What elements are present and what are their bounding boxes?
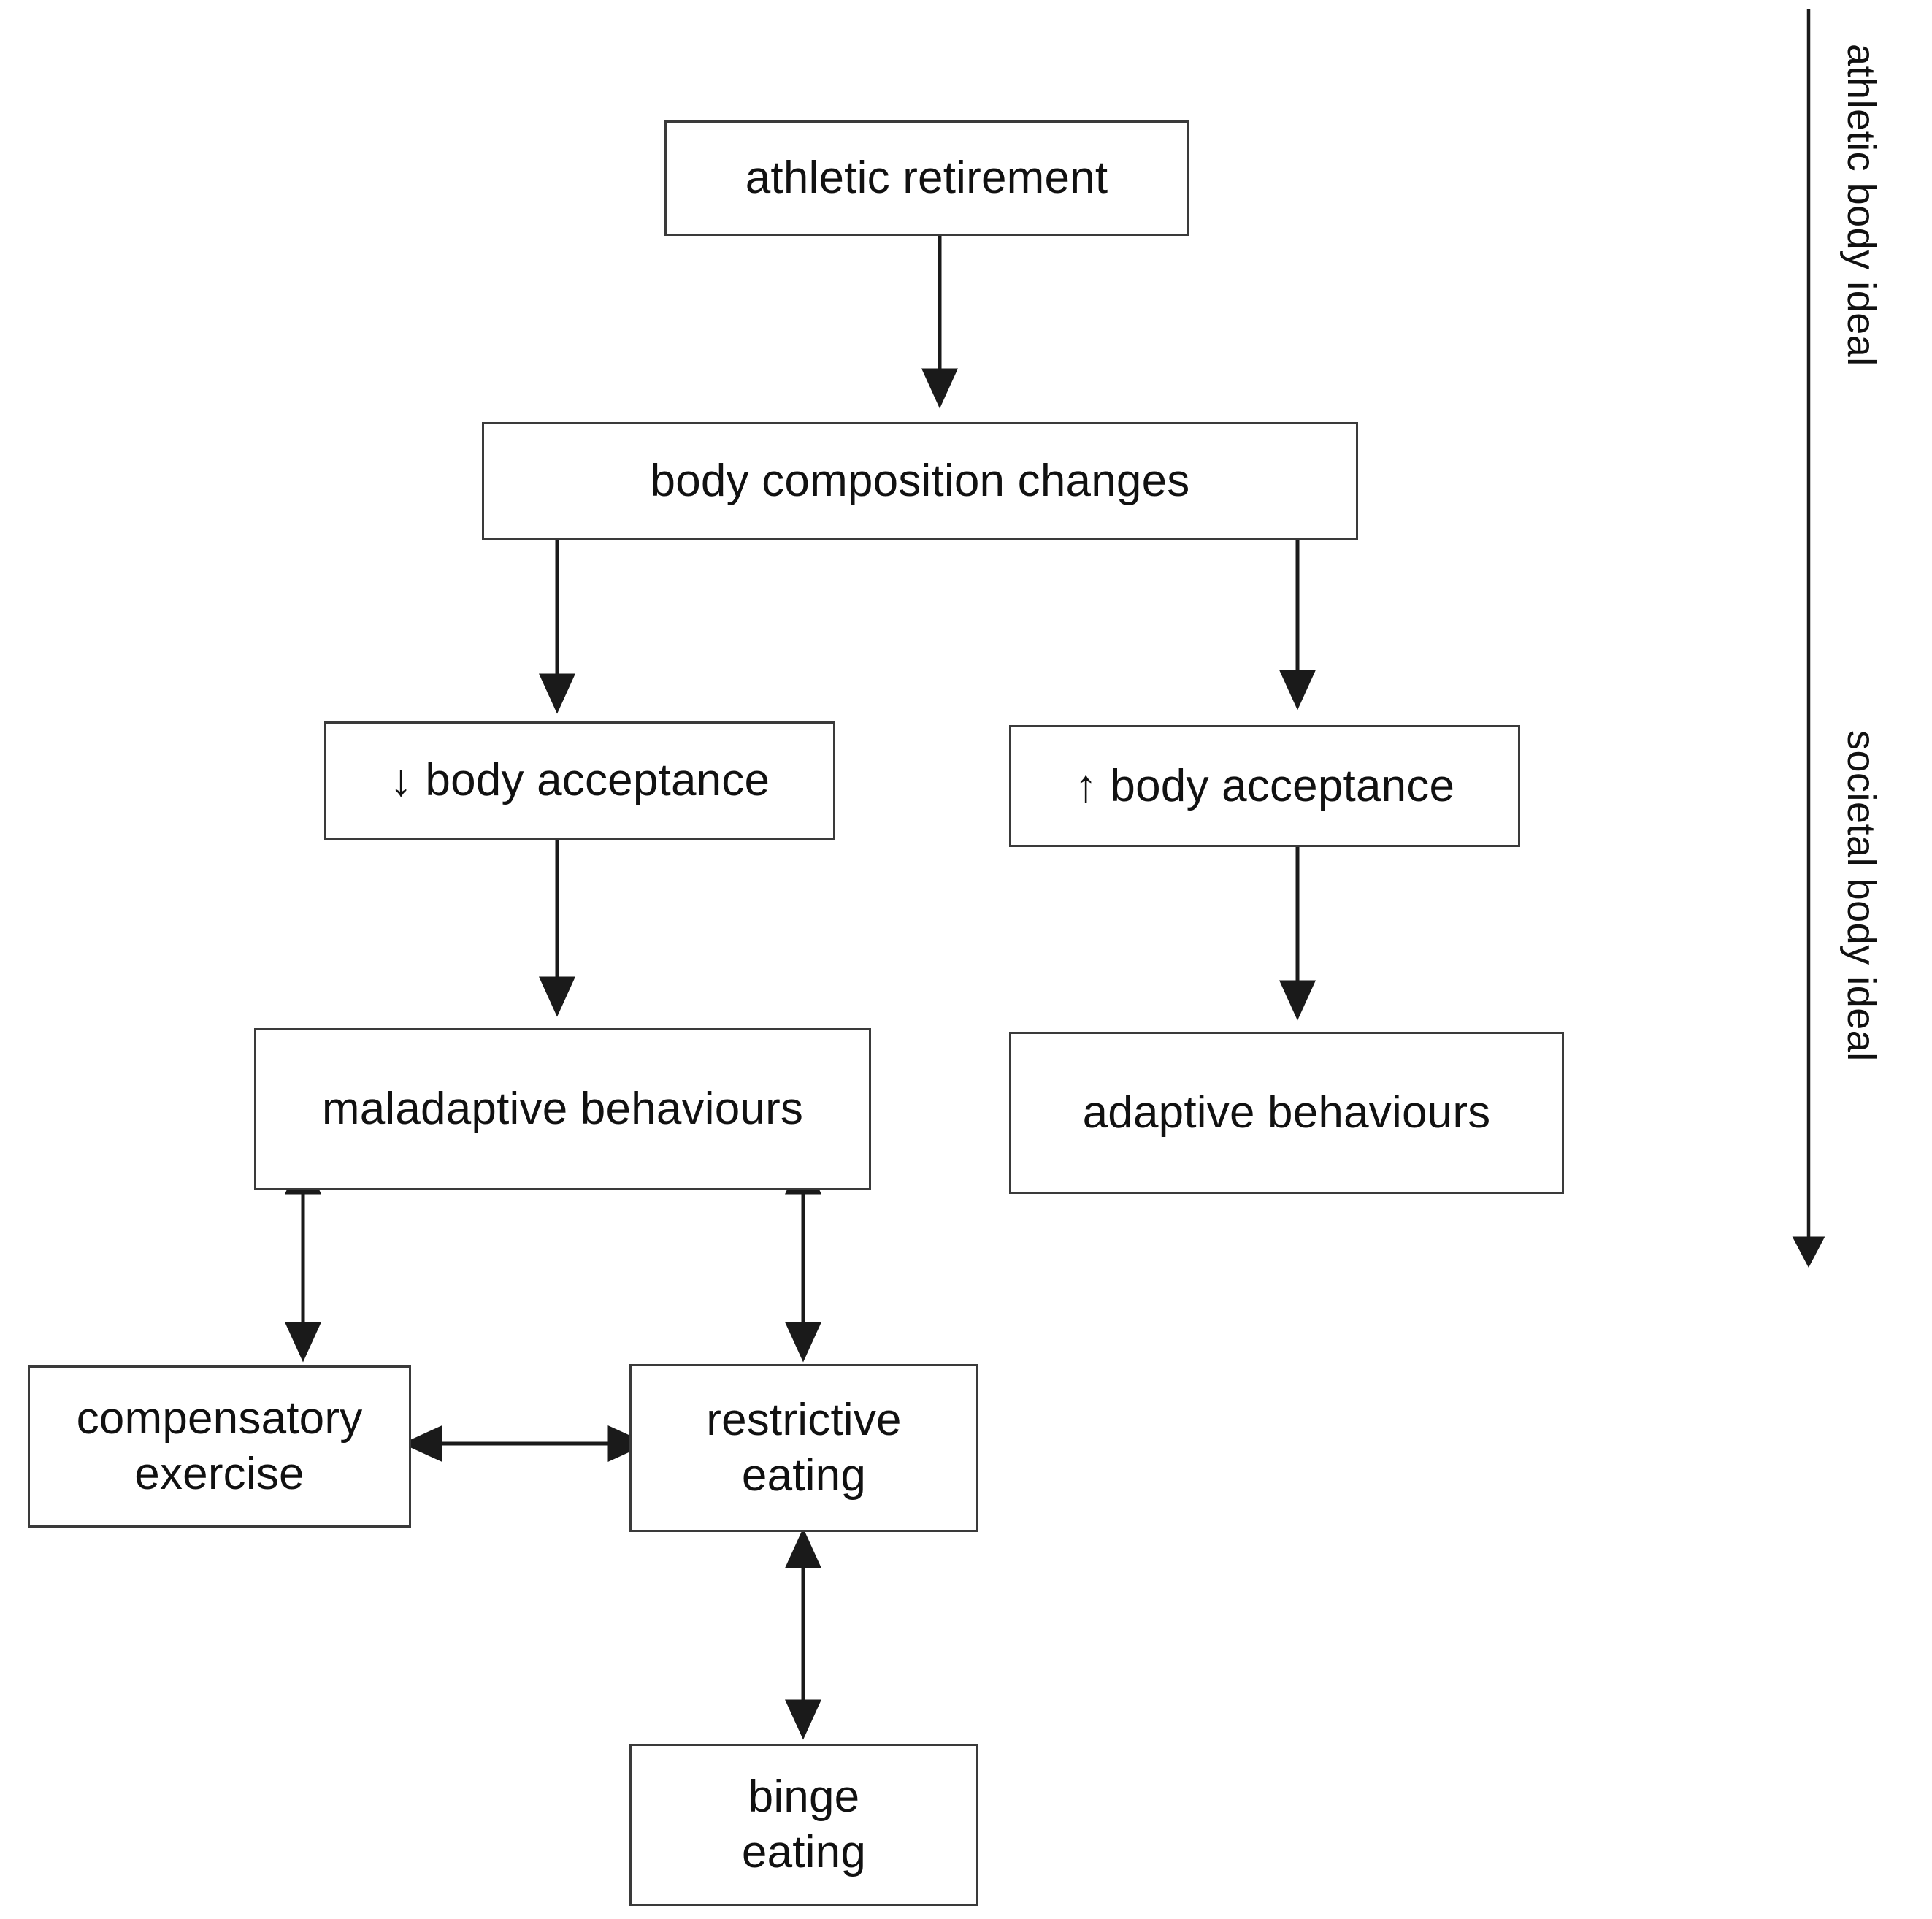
node-adaptive-behaviours[interactable]: adaptive behaviours (1009, 1032, 1564, 1194)
axis-label-societal-body-ideal: societal body ideal (1839, 730, 1883, 1062)
node-maladaptive-behaviours[interactable]: maladaptive behaviours (254, 1028, 871, 1190)
node-body-acceptance-increase[interactable]: ↑ body acceptance (1009, 725, 1520, 847)
node-label: ↓ body acceptance (389, 755, 770, 806)
node-label: restrictive eating (706, 1395, 902, 1501)
node-body-acceptance-decrease[interactable]: ↓ body acceptance (324, 721, 835, 840)
node-compensatory-exercise[interactable]: compensatory exercise (28, 1365, 411, 1528)
node-label: binge eating (741, 1771, 867, 1877)
node-label: adaptive behaviours (1082, 1087, 1491, 1138)
axis-label-athletic-body-ideal: athletic body ideal (1839, 44, 1883, 367)
node-label: ↑ body acceptance (1074, 760, 1455, 811)
node-binge-eating[interactable]: binge eating (629, 1744, 978, 1906)
node-label: athletic retirement (745, 153, 1108, 204)
node-restrictive-eating[interactable]: restrictive eating (629, 1364, 978, 1532)
node-athletic-retirement[interactable]: athletic retirement (664, 120, 1189, 236)
node-label: maladaptive behaviours (321, 1084, 804, 1135)
node-body-composition-changes[interactable]: body composition changes (482, 422, 1358, 540)
node-label: body composition changes (650, 456, 1190, 507)
node-label: compensatory exercise (76, 1393, 363, 1499)
